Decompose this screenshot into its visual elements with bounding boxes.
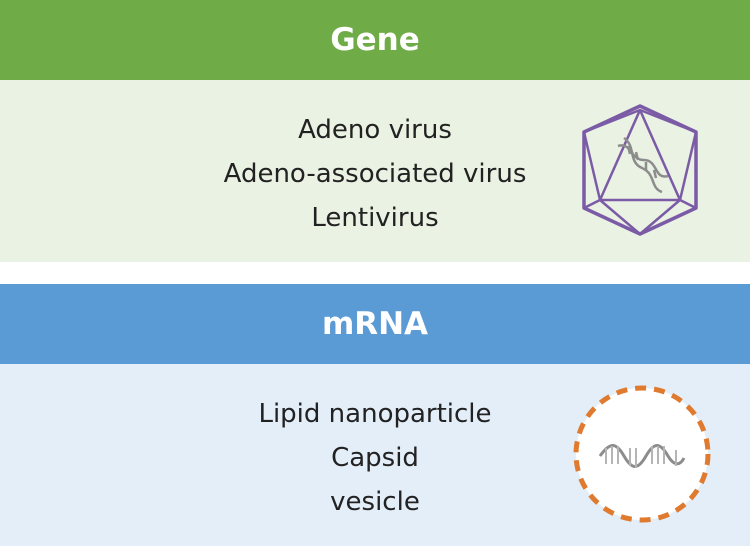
gene-title: Gene (330, 22, 420, 58)
list-item: vesicle (330, 487, 420, 517)
mrna-title: mRNA (321, 306, 429, 342)
list-item: Capsid (331, 443, 419, 473)
list-item: Lentivirus (311, 203, 439, 233)
mrna-strand-icon (598, 444, 686, 468)
mrna-header: mRNA (0, 284, 750, 364)
lipid-nanoparticle-icon (573, 385, 711, 523)
gene-panel: Adeno virus Adeno-associated virus Lenti… (0, 80, 750, 262)
list-item: Lipid nanoparticle (258, 399, 492, 429)
gene-header: Gene (0, 0, 750, 80)
gene-vector-list: Adeno virus Adeno-associated virus Lenti… (150, 108, 600, 240)
virus-capsid-icon (582, 104, 698, 236)
mrna-vector-list: Lipid nanoparticle Capsid vesicle (150, 392, 600, 524)
mrna-panel: Lipid nanoparticle Capsid vesicle (0, 364, 750, 546)
list-item: Adeno virus (298, 115, 452, 145)
list-item: Adeno-associated virus (223, 159, 527, 189)
